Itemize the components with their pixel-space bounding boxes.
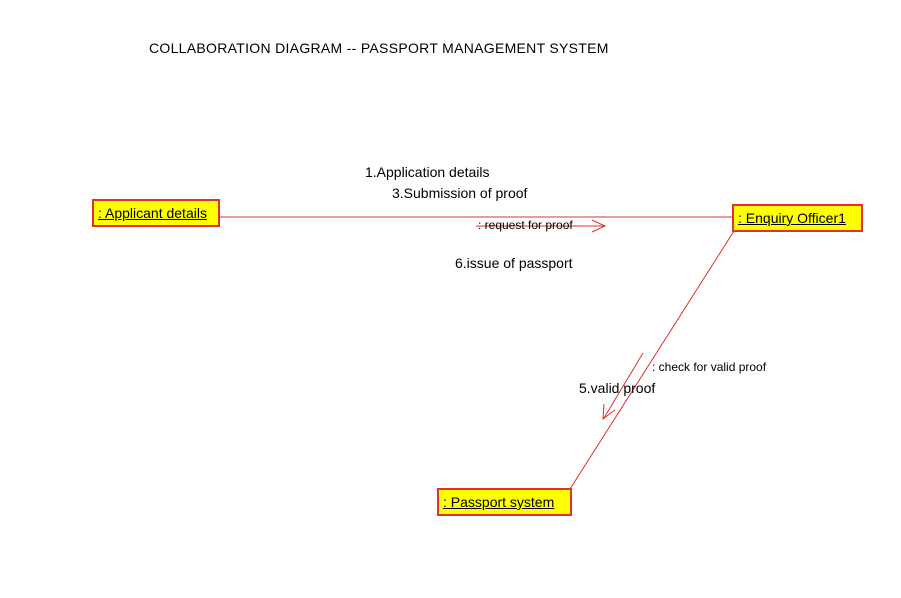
object-applicant-details[interactable]: : Applicant details bbox=[92, 199, 220, 227]
message-request-for-proof: : request for proof bbox=[478, 218, 573, 232]
arrow-request-head bbox=[591, 219, 607, 233]
object-passport-system[interactable]: : Passport system bbox=[437, 488, 572, 516]
arrow-check-shaft bbox=[603, 352, 644, 419]
object-enquiry-label: : Enquiry Officer1 bbox=[738, 210, 846, 226]
message-application-details: 1.Application details bbox=[365, 164, 490, 180]
object-enquiry-officer[interactable]: : Enquiry Officer1 bbox=[732, 204, 863, 232]
message-valid-proof: 5.valid proof bbox=[579, 380, 656, 396]
diagram-title: COLLABORATION DIAGRAM -- PASSPORT MANAGE… bbox=[149, 40, 609, 56]
message-submission-of-proof: 3.Submission of proof bbox=[392, 185, 528, 201]
object-passport-label: : Passport system bbox=[443, 494, 555, 510]
link-enquiry-passport bbox=[569, 230, 735, 490]
message-check-for-valid-proof: : check for valid proof bbox=[652, 360, 767, 374]
arrow-check-head bbox=[602, 403, 616, 421]
object-applicant-label: : Applicant details bbox=[98, 205, 207, 221]
message-issue-of-passport: 6.issue of passport bbox=[455, 255, 573, 271]
